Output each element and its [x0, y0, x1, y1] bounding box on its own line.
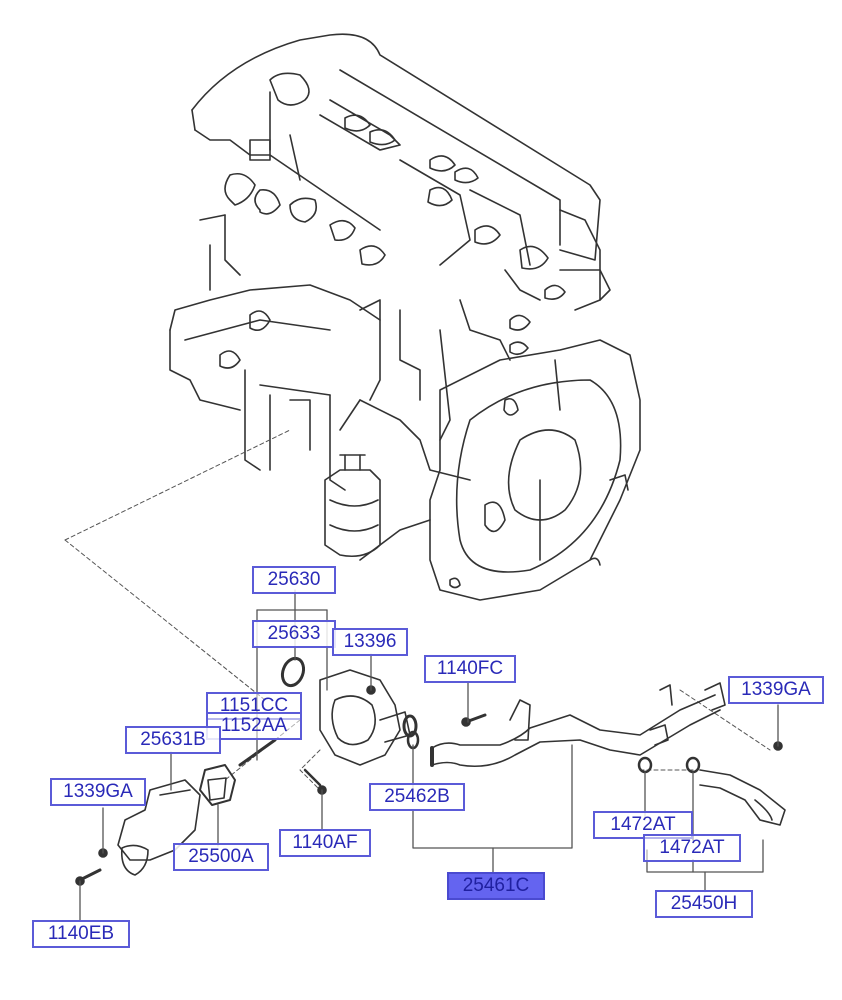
part-label-1339GA-left[interactable]: 1339GA	[50, 778, 146, 806]
part-label-1152AA[interactable]: 1152AA	[206, 712, 302, 740]
engine-block-drawing	[169, 33, 641, 601]
part-label-25633[interactable]: 25633	[252, 620, 336, 648]
part-label-25461C[interactable]: 25461C	[447, 872, 545, 900]
part-label-1140FC[interactable]: 1140FC	[424, 655, 516, 683]
part-label-25631B[interactable]: 25631B	[125, 726, 221, 754]
thermostat-parts-drawing	[75, 656, 786, 886]
part-label-1140EB[interactable]: 1140EB	[32, 920, 130, 948]
part-label-25500A[interactable]: 25500A	[173, 843, 269, 871]
part-label-1140AF[interactable]: 1140AF	[279, 829, 371, 857]
part-label-1472AT-2[interactable]: 1472AT	[643, 834, 741, 862]
part-label-25450H[interactable]: 25450H	[655, 890, 753, 918]
part-label-13396[interactable]: 13396	[332, 628, 408, 656]
part-label-25462B[interactable]: 25462B	[369, 783, 465, 811]
part-label-25630[interactable]: 25630	[252, 566, 336, 594]
part-label-1339GA-right[interactable]: 1339GA	[728, 676, 824, 704]
